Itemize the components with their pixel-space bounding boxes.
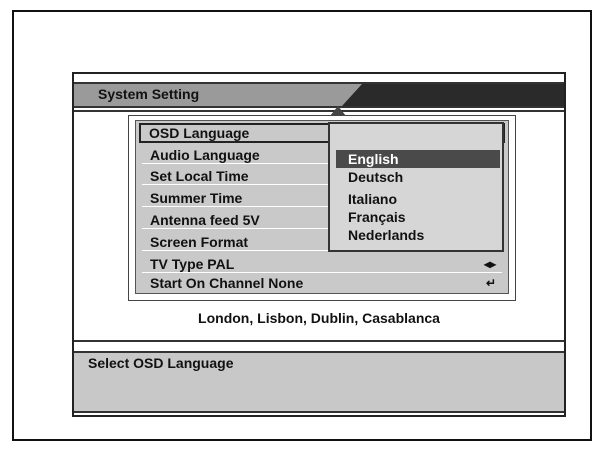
title-bar-accent <box>342 84 564 106</box>
timezone-region: London, Lisbon, Dublin, Casablanca <box>198 310 440 326</box>
title-bar: System Setting <box>74 82 564 108</box>
help-text: Select OSD Language <box>88 355 234 371</box>
menu-item-label: OSD Language <box>149 125 250 141</box>
menu-item-label: Audio Language <box>150 147 260 163</box>
enter-icon: ↵ <box>485 276 496 290</box>
settings-menu-inner: OSD Language Audio Language Set Local Ti… <box>135 120 509 294</box>
menu-item-label: Start On Channel None <box>150 275 304 291</box>
menu-item-label: Antenna feed 5V <box>150 212 260 228</box>
divider <box>74 110 564 112</box>
menu-item-label: Set Local Time <box>150 168 249 184</box>
divider <box>74 340 564 342</box>
menu-item-label: Screen Format <box>150 234 249 250</box>
help-bar: Select OSD Language <box>74 351 564 413</box>
menu-item-label: Summer Time <box>150 190 243 206</box>
language-option-italiano[interactable]: Italiano <box>348 191 398 207</box>
language-option-english[interactable]: English <box>336 150 500 168</box>
menu-item-start-channel[interactable]: Start On Channel None ↵ <box>142 274 502 292</box>
osd-screen: System Setting OSD Language Audio Langua… <box>72 72 566 417</box>
language-option-deutsch[interactable]: Deutsch <box>348 169 404 185</box>
popup-pointer-icon <box>330 106 346 116</box>
menu-item-label: TV Type PAL <box>150 256 235 272</box>
language-popup: English Deutsch Italiano Français Nederl… <box>328 122 504 252</box>
settings-menu: OSD Language Audio Language Set Local Ti… <box>128 115 516 301</box>
language-option-francais[interactable]: Français <box>348 209 406 225</box>
page-title: System Setting <box>98 86 200 102</box>
language-option-nederlands[interactable]: Nederlands <box>348 227 425 243</box>
tv-frame: System Setting OSD Language Audio Langua… <box>12 10 592 441</box>
left-right-arrows-icon: ◂▸ <box>483 257 496 271</box>
menu-item-tv-type[interactable]: TV Type PAL ◂▸ <box>142 255 502 273</box>
